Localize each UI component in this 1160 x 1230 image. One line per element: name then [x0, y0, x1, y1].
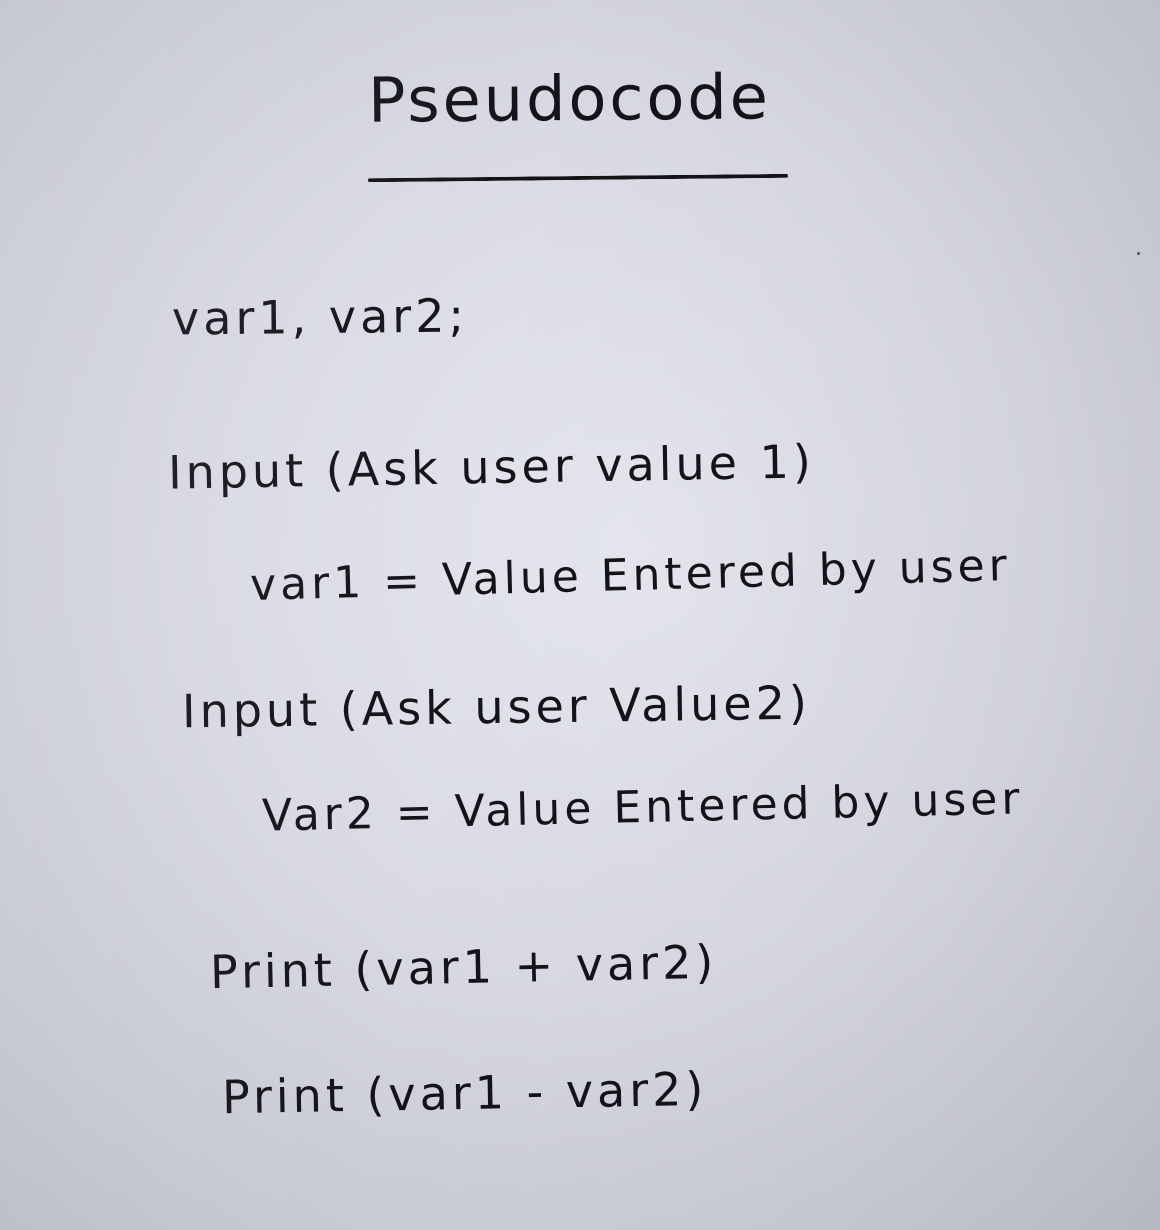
code-line-input-2: Input (Ask user Value2)	[181, 675, 812, 739]
page-title: Pseudocode	[367, 60, 772, 137]
code-line-print-sum: Print (var1 + var2)	[209, 934, 718, 1000]
code-line-print-difference: Print (var1 - var2)	[221, 1061, 708, 1125]
code-line-variable-declaration: var1, var2;	[171, 288, 469, 346]
code-line-assign-var2: Var2 = Value Entered by user	[261, 773, 1024, 842]
paper-speck	[1137, 252, 1140, 255]
title-underline	[367, 173, 789, 183]
code-line-input-1: Input (Ask user value 1)	[167, 434, 816, 500]
code-line-assign-var1: var1 = Value Entered by user	[249, 540, 1012, 611]
